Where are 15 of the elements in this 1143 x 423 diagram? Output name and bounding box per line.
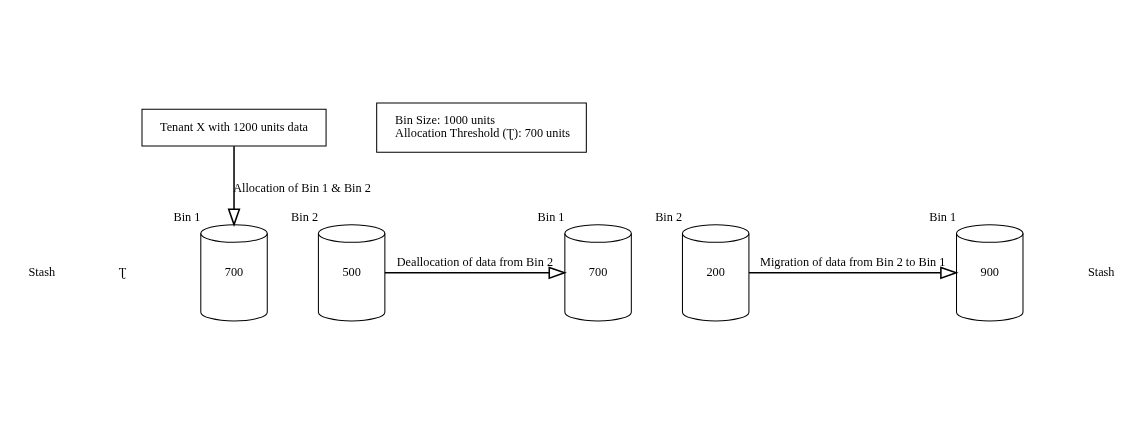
- node-label: Bin 1: [537, 209, 565, 224]
- label: Ʈ: [118, 264, 127, 279]
- node-label: Bin 2: [291, 209, 319, 224]
- arrow: [748, 265, 959, 279]
- node-label: Bin 2: [655, 209, 683, 224]
- node-label: Bin 1: [929, 209, 957, 224]
- arrow: [384, 265, 567, 279]
- edge-label: Deallocation of data from Bin 2: [396, 254, 554, 269]
- node-box: Bin Size: 1000 units Allocation Threshold (Ʈ): 700 units: [376, 102, 587, 153]
- edge-label: Migration of data from Bin 2 to Bin 1: [760, 254, 946, 269]
- node-box: Tenant X with 1200 units data: [141, 108, 327, 147]
- node-label: Bin 1: [173, 209, 201, 224]
- label: Stash: [1087, 264, 1115, 279]
- arrow: [227, 144, 241, 227]
- label: Stash: [28, 264, 56, 279]
